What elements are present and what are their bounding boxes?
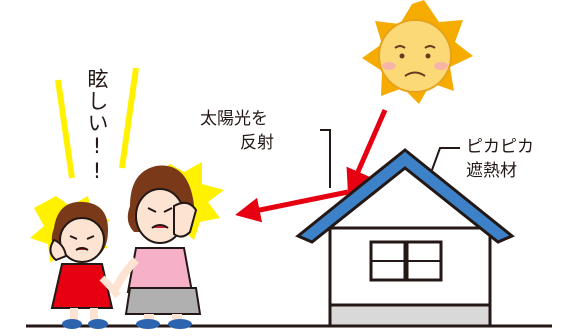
dazzling-shout: 眩しい!! xyxy=(85,68,109,184)
sunlight-arrow xyxy=(346,108,388,195)
reflect-label: 反射 xyxy=(240,133,274,153)
heat-shield-material-label: 遮熱材 xyxy=(466,161,517,181)
material-callout-line xyxy=(431,147,460,171)
emphasis-lines xyxy=(55,67,139,179)
frowning-sun-icon xyxy=(362,0,473,104)
house-icon xyxy=(295,148,515,328)
reflected-light-arrow xyxy=(235,189,349,223)
shiny-label: ピカピカ xyxy=(466,137,534,157)
reflect-callout-line xyxy=(320,129,331,188)
reflected-sunlight-label: 太陽光を xyxy=(200,109,268,129)
girl-covering-face-icon xyxy=(49,201,121,329)
woman-covering-face-icon xyxy=(110,165,202,329)
